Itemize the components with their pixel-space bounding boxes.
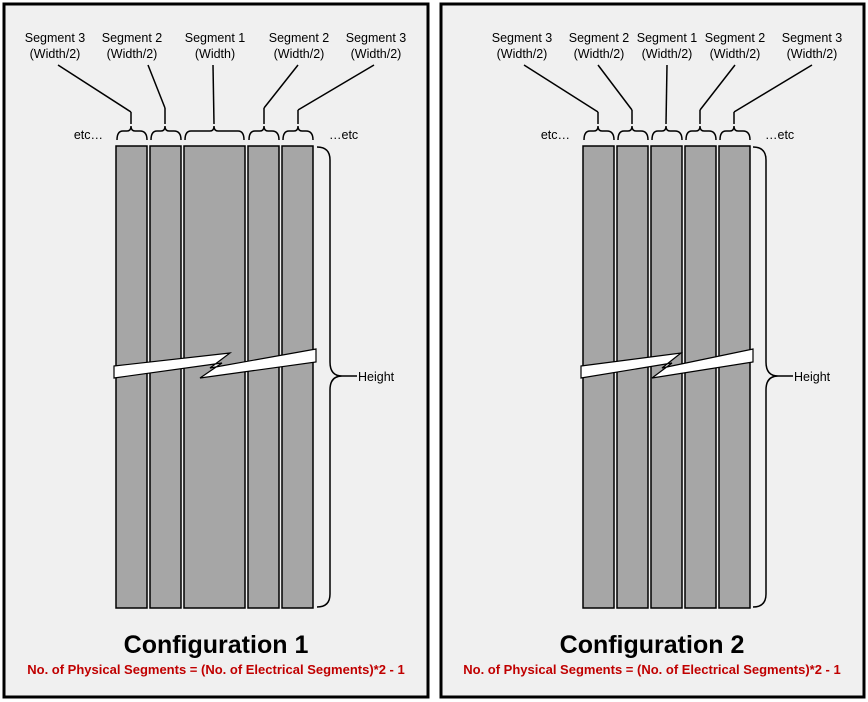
brace-segment-2-left: [150, 125, 182, 141]
segment-name-label: Segment 2: [569, 31, 630, 45]
segment-width-label: (Width/2): [107, 47, 158, 61]
brace-segment-1: [651, 125, 683, 141]
segment-name-label: Segment 3: [492, 31, 553, 45]
break-mark: [580, 348, 754, 379]
segment-width-label: (Width/2): [351, 47, 402, 61]
segment-name-label: Segment 2: [102, 31, 163, 45]
strip-group: [582, 145, 751, 609]
brace-segment-3-right: [282, 125, 314, 141]
strip-group: [115, 145, 314, 609]
brace-segment-3-left: [116, 125, 148, 141]
segment-width-label: (Width/2): [787, 47, 838, 61]
segment-name-label: Segment 2: [269, 31, 330, 45]
brace-segment-2-left: [617, 125, 649, 141]
brace-segment-2-right: [248, 125, 280, 141]
segment-name-label: Segment 1: [637, 31, 698, 45]
etc-right-label: …etc: [765, 128, 794, 142]
strip-segment-2-left: [149, 145, 182, 609]
segment-name-label: Segment 2: [705, 31, 766, 45]
strip-segment-2-right: [684, 145, 717, 609]
formula-text: No. of Physical Segments = (No. of Elect…: [463, 662, 840, 677]
panel-title: Configuration 2: [560, 631, 745, 659]
height-label: Height: [794, 370, 831, 384]
leader-lines: [57, 64, 375, 125]
panel-configuration-2: Segment 3 (Width/2) Segment 2 (Width/2) …: [439, 2, 866, 699]
formula-text: No. of Physical Segments = (No. of Elect…: [27, 662, 404, 677]
panel-configuration-1: Segment 3 (Width/2) Segment 2 (Width/2) …: [2, 2, 430, 699]
brace-segment-3-left: [583, 125, 615, 141]
etc-right-label: …etc: [329, 128, 358, 142]
strip-segment-3-right: [281, 145, 314, 609]
segment-name-label: Segment 3: [346, 31, 407, 45]
strip-segment-2-right: [247, 145, 280, 609]
strip-segment-1: [183, 145, 246, 609]
etc-left-label: etc…: [541, 128, 570, 142]
brace-segment-3-right: [719, 125, 751, 141]
brace-segment-2-right: [685, 125, 717, 141]
segment-name-label: Segment 3: [25, 31, 86, 45]
segment-width-label: (Width/2): [497, 47, 548, 61]
segment-width-label: (Width/2): [30, 47, 81, 61]
top-braces: [583, 125, 751, 141]
segment-name-label: Segment 3: [782, 31, 843, 45]
segment-width-label: (Width/2): [274, 47, 325, 61]
segment-width-label: (Width/2): [574, 47, 625, 61]
leader-lines: [523, 64, 813, 125]
etc-left-label: etc…: [74, 128, 103, 142]
break-mark: [113, 348, 317, 379]
height-label: Height: [358, 370, 395, 384]
strip-segment-3-right: [718, 145, 751, 609]
segment-name-label: Segment 1: [185, 31, 246, 45]
segment-width-label: (Width/2): [642, 47, 693, 61]
panel-title: Configuration 1: [124, 631, 309, 659]
segment-width-label: (Width/2): [710, 47, 761, 61]
top-braces: [116, 125, 314, 141]
strip-segment-2-left: [616, 145, 649, 609]
segment-width-label: (Width): [195, 47, 235, 61]
brace-segment-1: [184, 125, 245, 141]
